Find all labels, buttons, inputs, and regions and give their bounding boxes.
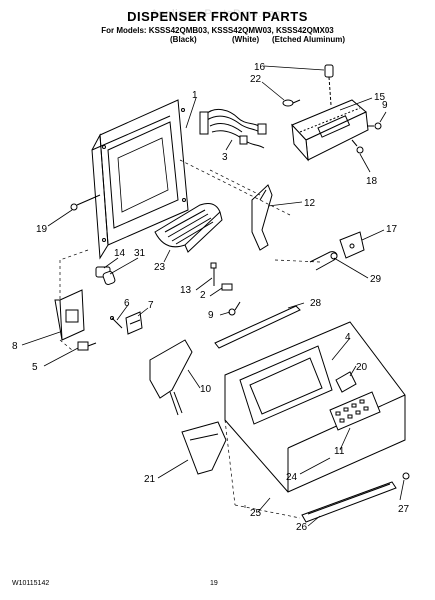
part-1-housing: [91, 99, 189, 260]
callout-25: 25: [250, 508, 262, 519]
part-16-sensor: [324, 64, 334, 106]
part-6-pin: [110, 316, 123, 329]
page-number: 19: [210, 580, 218, 587]
callout-21: 21: [144, 474, 156, 485]
part-22-fuse: [282, 99, 301, 107]
callout-16: 16: [254, 62, 266, 73]
callout-7: 7: [148, 300, 154, 311]
part-27-screw: [402, 472, 410, 480]
callout-1: 1: [192, 90, 198, 101]
callout-2: 2: [200, 290, 206, 301]
page-title: DISPENSER FRONT PARTS: [127, 9, 308, 24]
part-7-actuator: [125, 311, 143, 335]
callout-31: 31: [134, 248, 146, 259]
part-12-lever: [251, 184, 273, 251]
document-number: W10115142: [12, 580, 50, 587]
part-9-screw-upper: [367, 122, 382, 130]
callout-17: 17: [386, 224, 398, 235]
part-29-spring: [309, 251, 338, 271]
callout-24: 24: [286, 472, 298, 483]
callout-23: 23: [154, 262, 166, 273]
part-2-spring: [221, 283, 233, 291]
part-3-wire-harness: [199, 108, 267, 149]
callout-12: 12: [304, 198, 316, 209]
callout-labels: 1 2 3 4 5 6 7 8 9 9 10 11 12 13 14 15 16…: [12, 62, 410, 533]
part-10-paddle: [149, 339, 193, 416]
callout-9-middle: 9: [208, 310, 214, 321]
variant-black: (Black): [170, 35, 197, 44]
part-13-pin: [210, 262, 217, 286]
part-5-bracket: [77, 341, 97, 351]
header: DISPENSER FRONT PARTS For Models: KSSS42…: [0, 0, 435, 45]
callout-26: 26: [296, 522, 308, 533]
part-31-bushing: [102, 270, 116, 286]
callout-20: 20: [356, 362, 368, 373]
callout-9-upper: 9: [382, 100, 388, 111]
part-15-housing: [291, 99, 369, 162]
part-11-control-board: [329, 391, 381, 431]
part-18-clip: [351, 139, 364, 154]
part-19-screw: [70, 194, 101, 211]
model-variants: (Black) (White) (Etched Aluminum): [0, 35, 435, 45]
model-list: For Models: KSSS42QMB03, KSSS42QMW03, KS…: [101, 26, 334, 35]
watermark: AppliancePartsPros.com: [150, 8, 285, 20]
callout-28: 28: [310, 298, 322, 309]
part-17-switch: [339, 231, 365, 259]
variant-white: (White): [232, 35, 260, 44]
callout-18: 18: [366, 176, 378, 187]
part-28-trim: [214, 305, 301, 349]
callout-19: 19: [36, 224, 48, 235]
callout-10: 10: [200, 384, 212, 395]
part-9-screw-middle: [228, 301, 241, 316]
callout-6: 6: [124, 298, 130, 309]
part-23-drip-tray: [154, 203, 223, 253]
callout-22: 22: [250, 74, 262, 85]
part-26-bottom-trim: [301, 481, 397, 523]
callout-15: 15: [374, 92, 386, 103]
part-20-clip: [335, 371, 357, 393]
callout-11: 11: [334, 446, 345, 457]
callout-5: 5: [32, 362, 38, 373]
part-21-funnel: [181, 421, 227, 475]
callout-13: 13: [180, 285, 192, 296]
variant-etched: (Etched Aluminum): [272, 35, 346, 44]
callout-8: 8: [12, 341, 18, 352]
callout-29: 29: [370, 274, 382, 285]
part-8-motor: [54, 289, 85, 341]
callout-27: 27: [398, 504, 410, 515]
callout-14: 14: [114, 248, 126, 259]
callout-3: 3: [222, 152, 228, 163]
callout-4: 4: [345, 332, 351, 343]
